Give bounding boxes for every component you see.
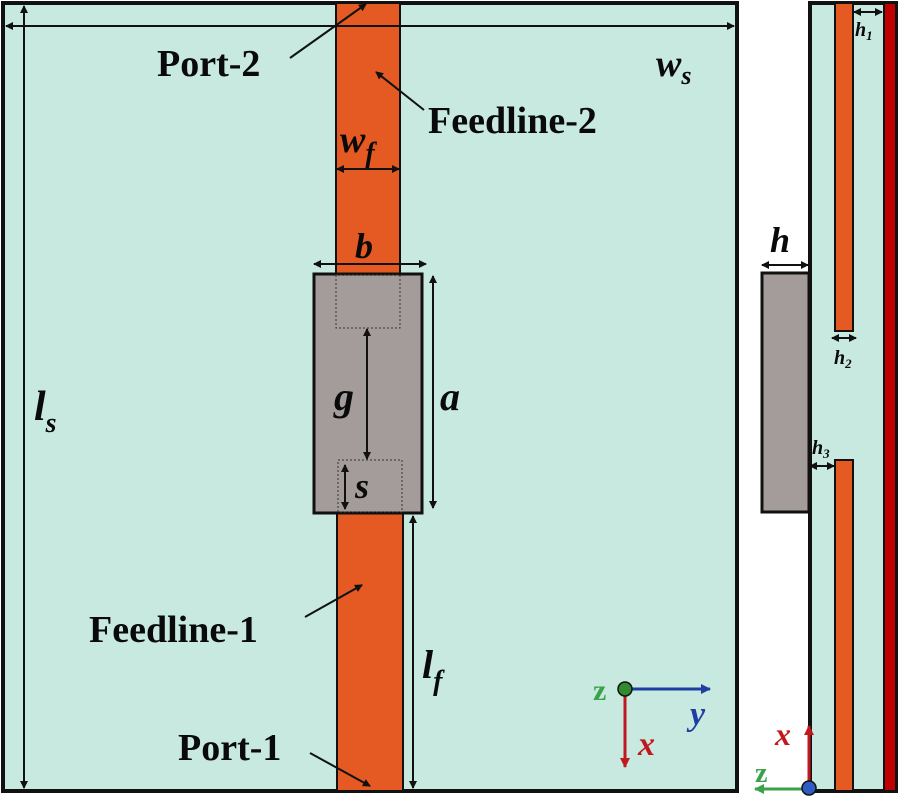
port-2-pointer [289, 3, 367, 59]
feedline-1-label: Feedline-1 [89, 609, 258, 651]
x-axis-label: x [637, 726, 655, 763]
h2-label: h2 [834, 347, 852, 371]
wf-label: wf [340, 119, 377, 169]
ws-label: ws [656, 43, 691, 90]
z-axis-label: z [593, 674, 606, 707]
feedline-1-side [834, 459, 854, 792]
feedline-2-side [834, 2, 854, 332]
g-label: g [333, 374, 354, 419]
s-label: s [354, 466, 369, 506]
top-view: ws ls wf b a g s lf Port-2 Feedline-2 Fe… [1, 1, 739, 793]
feed-overlap-bottom [337, 459, 403, 513]
z-axis-origin-icon [617, 681, 633, 697]
side-origin-icon [801, 780, 817, 796]
ls-label: ls [34, 384, 57, 439]
feedline-2-pointer [375, 71, 425, 111]
h1-label: h1 [855, 19, 873, 43]
port-1-label: Port-1 [178, 727, 281, 769]
port-2-label: Port-2 [157, 43, 260, 85]
lf-label: lf [422, 642, 445, 697]
side-x-axis-label: x [774, 716, 791, 752]
ground-plane [883, 2, 897, 792]
side-view: h h1 h2 h3 x z [754, 1, 898, 796]
feedline-1 [336, 512, 404, 792]
b-label: b [355, 226, 373, 266]
side-view-axes: x z [754, 716, 817, 796]
a-label: a [440, 374, 460, 419]
y-axis-label: y [686, 696, 706, 733]
port-1-pointer [309, 752, 371, 787]
dielectric-resonator-side [760, 271, 811, 514]
feedline-2 [335, 2, 401, 276]
h3-label: h3 [812, 437, 830, 461]
h-label: h [770, 220, 790, 260]
feedline-1-pointer [304, 584, 363, 618]
side-z-axis-label: z [755, 758, 767, 789]
feedline-2-label: Feedline-2 [428, 100, 597, 142]
top-view-axes: z y x [593, 674, 711, 768]
